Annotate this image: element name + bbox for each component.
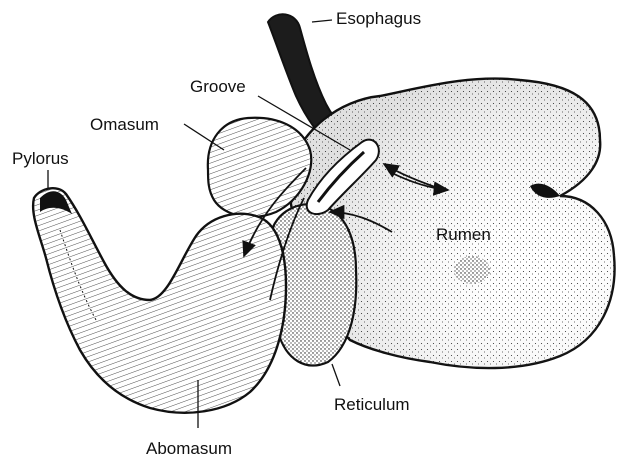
abomasum-shape	[33, 188, 286, 413]
label-pylorus: Pylorus	[12, 149, 69, 168]
label-rumen: Rumen	[436, 225, 491, 244]
label-abomasum: Abomasum	[146, 439, 232, 458]
label-reticulum: Reticulum	[334, 395, 410, 414]
label-esophagus: Esophagus	[336, 9, 421, 28]
label-groove: Groove	[190, 77, 246, 96]
label-omasum: Omasum	[90, 115, 159, 134]
